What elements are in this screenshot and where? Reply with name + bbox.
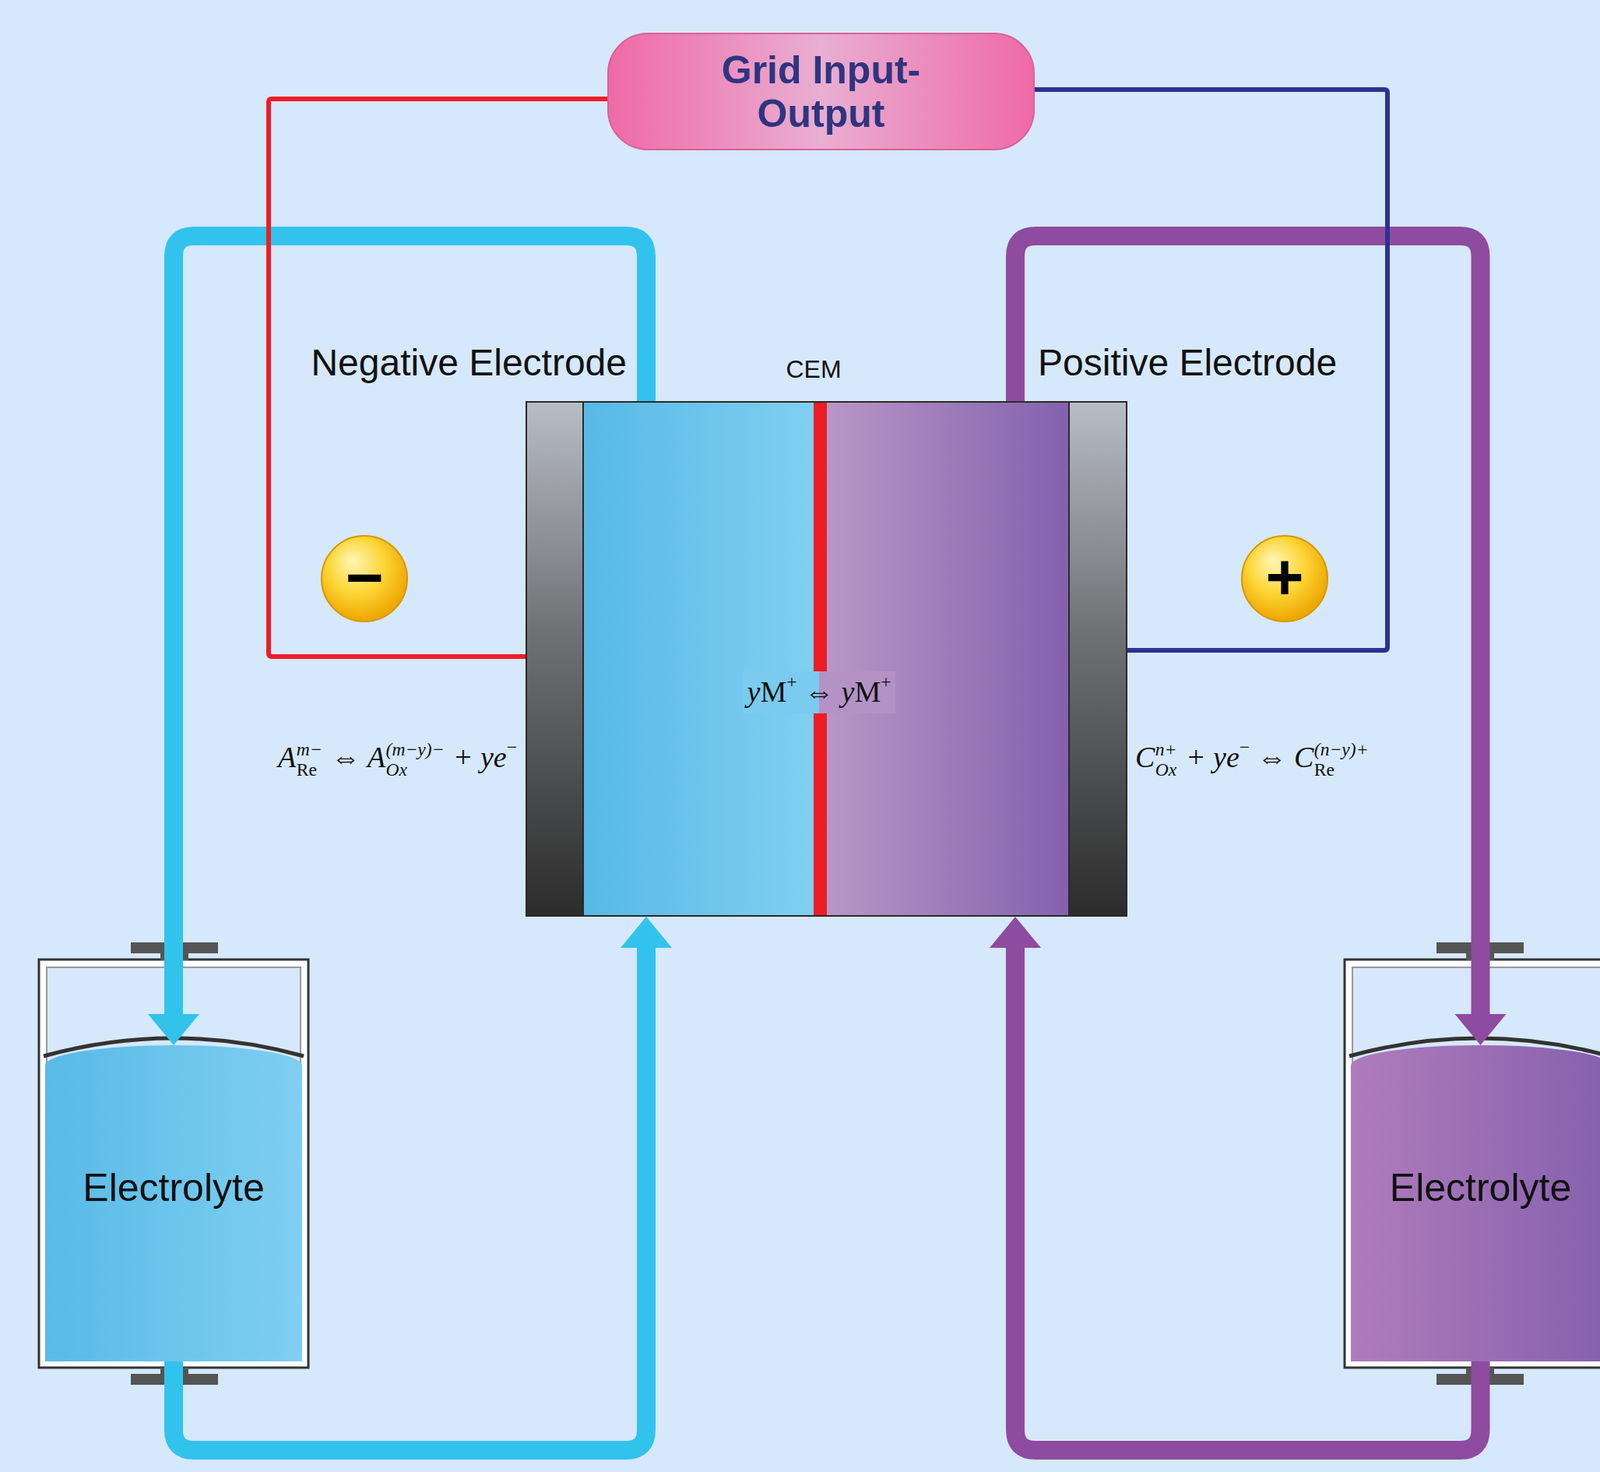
tank-label: Electrolyte (1389, 1163, 1572, 1211)
pipe-line (173, 235, 647, 1016)
electrolyte-tank: Electrolyte (1350, 1044, 1600, 1361)
superscript: n+ (1155, 740, 1178, 760)
math-text: + ye (1178, 740, 1239, 774)
arrowhead (989, 916, 1041, 948)
math-text: ⇔ C (1249, 740, 1314, 774)
pipe-line (1015, 235, 1481, 1016)
subscript: Ox (386, 760, 445, 780)
math-text: + ye (445, 740, 507, 774)
membrane-label: CEM (785, 356, 841, 382)
tank-shell (38, 959, 309, 1368)
polarity-sign: − (321, 534, 408, 620)
math-text: M (854, 675, 881, 708)
subscript: Re (1314, 760, 1369, 780)
electrode-heading: Negative Electrode (310, 341, 627, 384)
script-stack: m−Re (296, 740, 323, 780)
script-stack: (n−y)+Re (1314, 740, 1369, 780)
electrolyte-compartment (583, 402, 822, 915)
math-text: A (277, 740, 296, 774)
membrane (813, 402, 822, 915)
half-reaction: Am−Re ⇔ A(m−y)−Ox + ye− (277, 733, 517, 781)
ion-exchange: yM+ ⇔ yM+ (742, 671, 897, 713)
script-stack: n+Ox (1155, 740, 1178, 780)
electrode-heading: Positive Electrode (1037, 341, 1337, 384)
electrolyte-compartment (826, 402, 1069, 915)
math-text: ⇔ A (323, 740, 387, 774)
half-cell: Positive Electrode (821, 400, 1128, 917)
pipe (1015, 235, 1507, 1045)
tank-shell (1344, 959, 1600, 1368)
superscript: m− (296, 740, 323, 760)
math-text: ⇔ y (797, 675, 855, 708)
pipe (147, 235, 647, 1045)
polarity-sign: + (1241, 534, 1328, 620)
math-text: C (1135, 740, 1155, 774)
membrane (821, 402, 827, 915)
superscript: + (786, 671, 797, 693)
arrowhead (147, 1013, 200, 1045)
grid-box: Grid Input-Output (607, 32, 1035, 151)
half-reaction: Cn+Ox + ye− ⇔ C(n−y)+Re (1135, 733, 1370, 781)
superscript: − (1239, 736, 1250, 757)
subscript: Ox (1155, 760, 1178, 780)
subscript: Re (296, 760, 323, 780)
superscript: (m−y)− (386, 740, 445, 760)
script-stack: (m−y)−Ox (386, 740, 445, 780)
superscript: + (880, 671, 891, 693)
superscript: − (506, 736, 517, 757)
arrowhead (1455, 1013, 1507, 1045)
math-text: y (747, 675, 761, 708)
half-cell: Negative Electrode (525, 400, 822, 917)
electrode-bar (527, 402, 584, 915)
tank-label: Electrolyte (82, 1163, 264, 1211)
math-text: M (759, 675, 787, 708)
arrowhead (620, 916, 672, 948)
superscript: (n−y)+ (1314, 740, 1369, 760)
electrode-bar (1068, 402, 1126, 915)
electrolyte-tank: Electrolyte (45, 1044, 303, 1361)
box-title: Grid Input-Output (673, 48, 970, 136)
